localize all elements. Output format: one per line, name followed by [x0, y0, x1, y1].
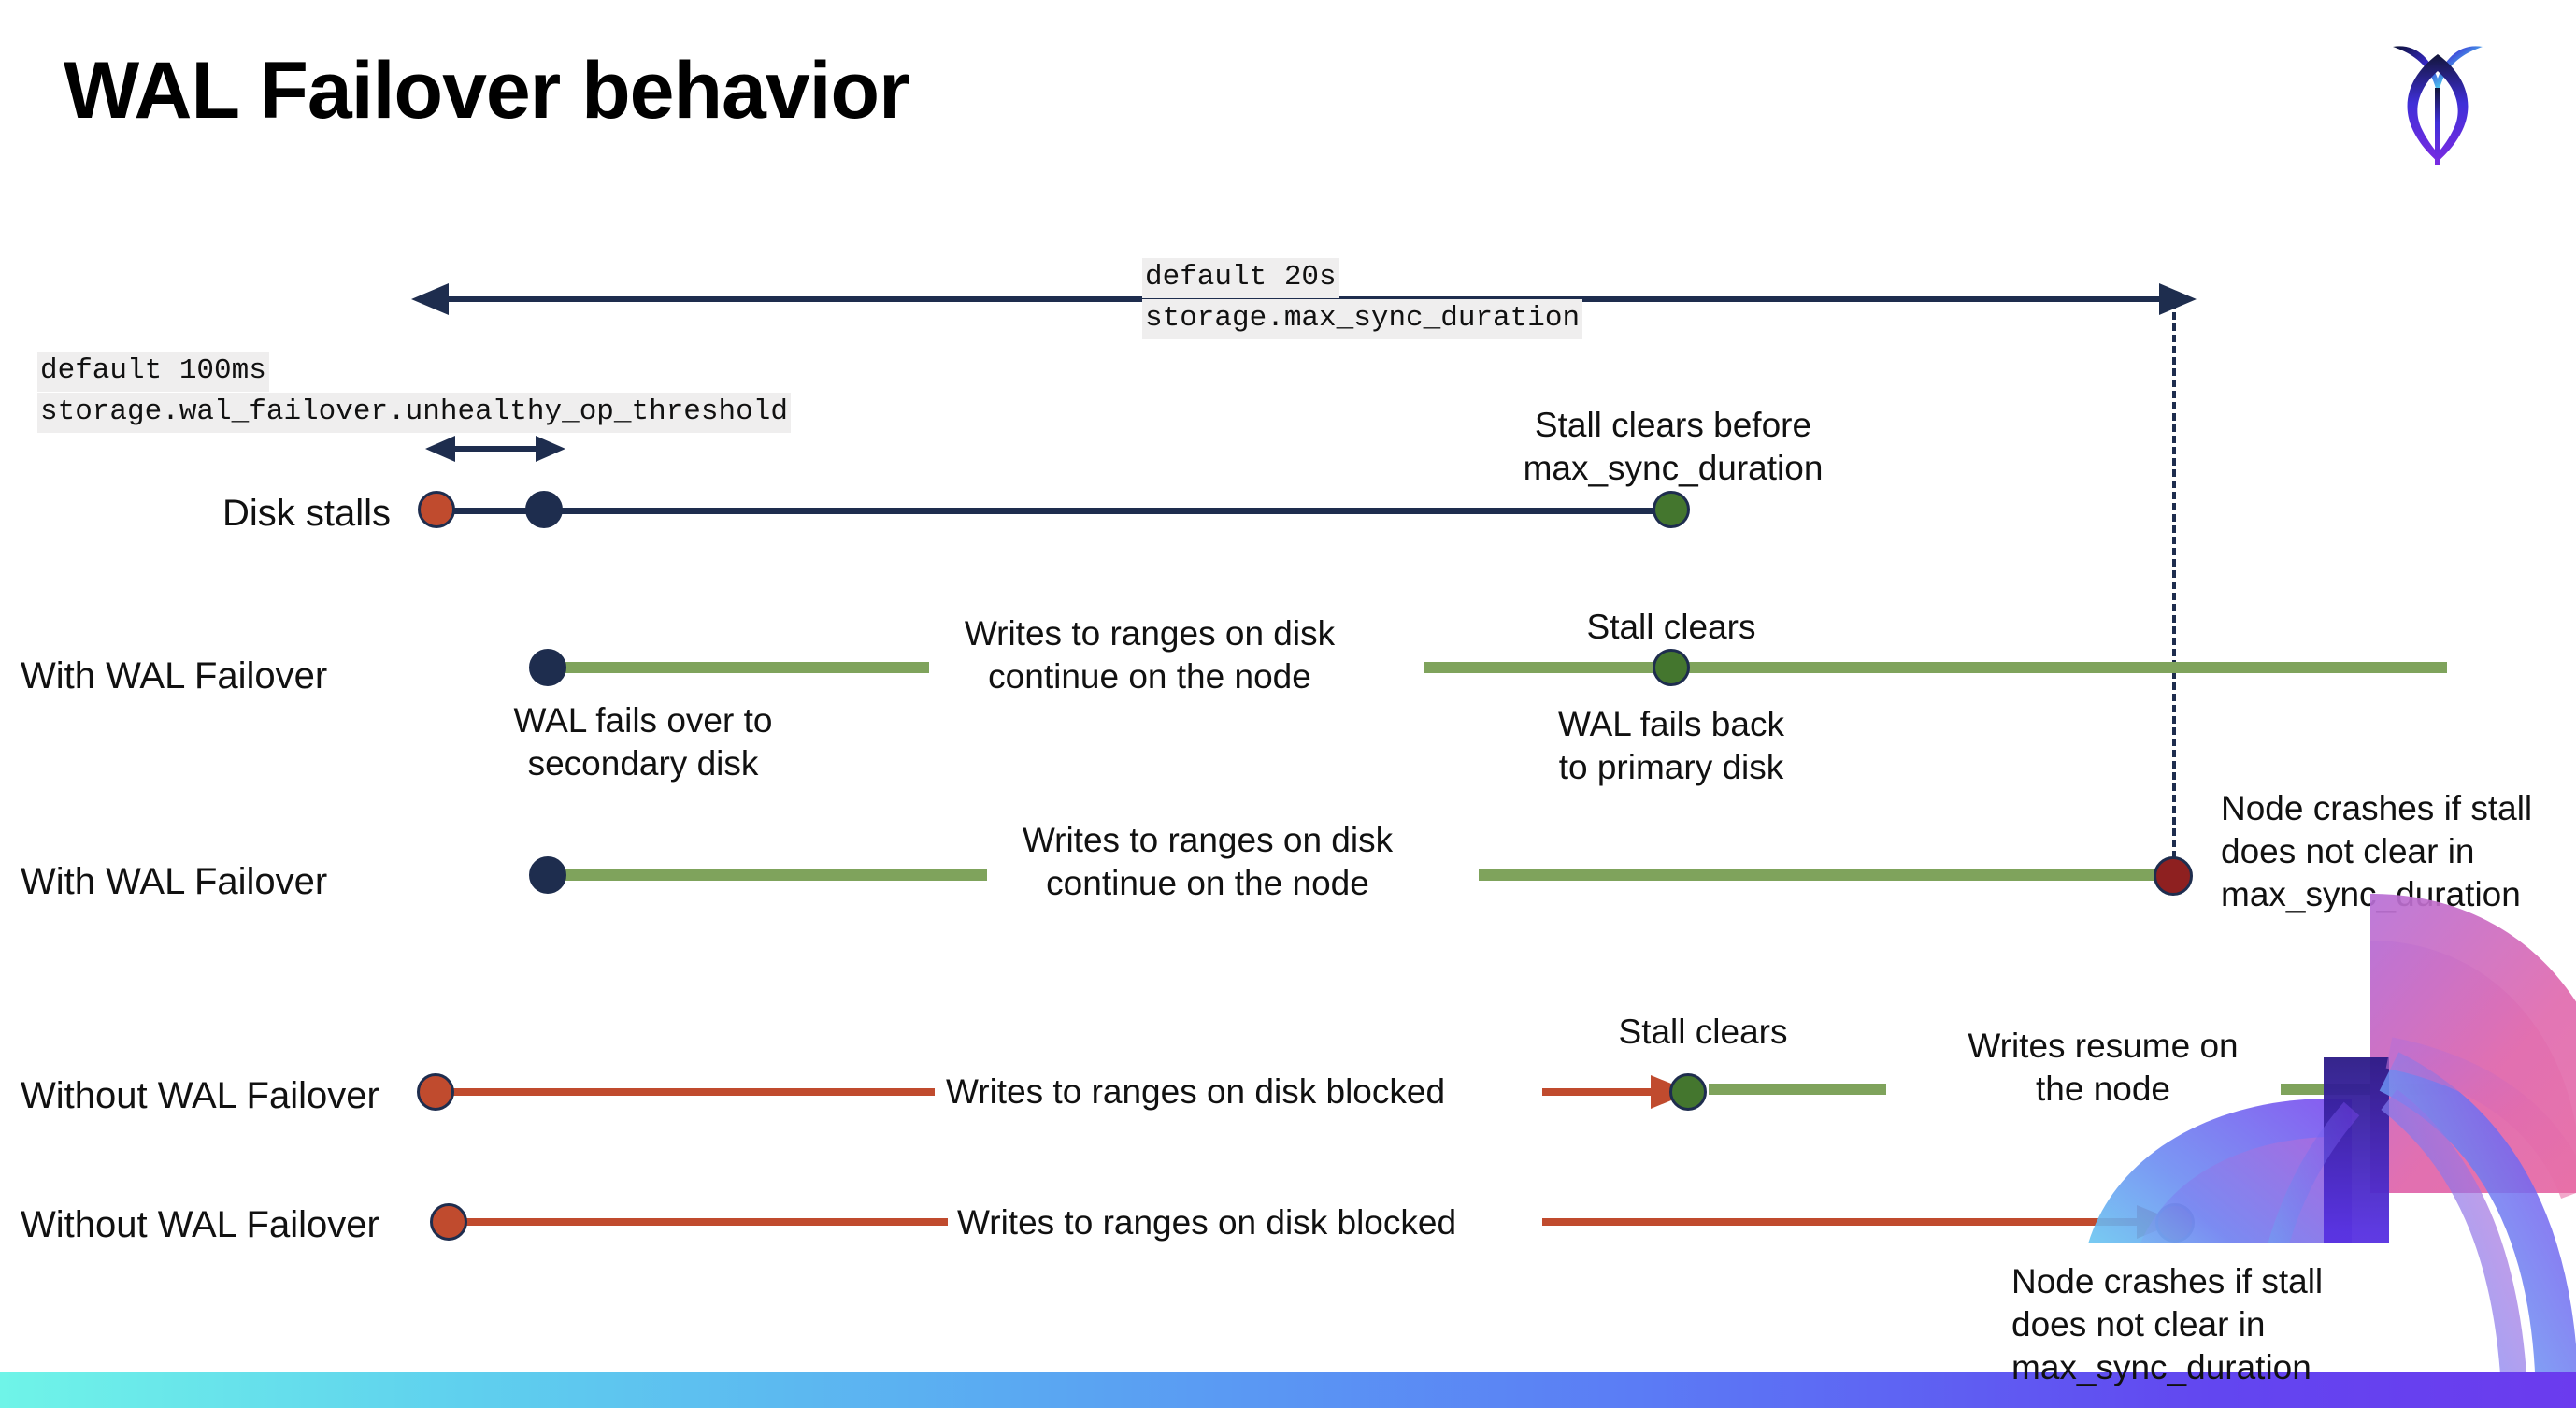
with-wal-failover-2-crash-dot	[2154, 856, 2193, 896]
with-wal-failover-2-crash-note: Node crashes if stall does not clear in …	[2221, 789, 2533, 913]
row-label-with-wal-failover-1: With WAL Failover	[21, 655, 328, 697]
without-wal-failover-2-mid-note: Writes to ranges on disk blocked	[957, 1203, 1457, 1242]
with-wal-failover-1-failover-dot	[529, 649, 566, 686]
without-wal-failover-1-blocked-segment-a	[449, 1088, 935, 1096]
row-label-with-wal-failover-2: With WAL Failover	[21, 861, 328, 902]
with-wal-failover-1-start-note: WAL fails over to secondary disk	[513, 701, 773, 783]
with-wal-failover-2-segment-a	[550, 869, 987, 881]
disk-stall-start-dot	[418, 491, 455, 528]
row-label-without-wal-failover-1: Without WAL Failover	[21, 1075, 379, 1116]
row-label-disk-stalls: Disk stalls	[222, 493, 392, 534]
with-wal-failover-1-segment-a	[550, 662, 929, 673]
max-sync-duration-dashed-line	[2172, 301, 2176, 881]
with-wal-failover-1-segment-b	[1424, 662, 2447, 673]
page-title: WAL Failover behavior	[64, 46, 910, 136]
with-wal-failover-1-end-note: WAL fails back to primary disk	[1558, 705, 1784, 786]
without-wal-failover-1-clear-note: Stall clears	[1618, 1013, 1788, 1051]
disk-stall-clear-note: Stall clears before max_sync_duration	[1523, 406, 1824, 487]
with-wal-failover-1-clear-note: Stall clears	[1586, 608, 1756, 646]
max-sync-setting-chip: storage.max_sync_duration	[1142, 299, 1583, 339]
without-wal-failover-2-crash-note: Node crashes if stall does not clear in …	[2011, 1262, 2324, 1386]
row-label-without-wal-failover-2: Without WAL Failover	[21, 1204, 379, 1245]
disk-stall-unhealthy-dot	[525, 491, 563, 528]
with-wal-failover-2-segment-b	[1479, 869, 2178, 881]
cockroachdb-logo-icon	[2382, 26, 2494, 176]
without-wal-failover-1-clear-dot	[1669, 1073, 1707, 1111]
with-wal-failover-1-clear-dot	[1653, 649, 1690, 686]
disk-stall-clear-dot	[1653, 491, 1690, 528]
max-sync-default-chip: default 20s	[1142, 258, 1339, 298]
without-wal-failover-2-start-dot	[430, 1203, 467, 1241]
unhealthy-threshold-default-chip: default 100ms	[37, 352, 269, 392]
footer-gradient-bar	[0, 1372, 2576, 1408]
unhealthy-threshold-range-arrow	[425, 436, 565, 462]
without-wal-failover-1-start-dot	[417, 1073, 454, 1111]
disk-stall-timeline	[439, 508, 1673, 514]
without-wal-failover-2-blocked-segment-a	[462, 1218, 948, 1226]
without-wal-failover-1-resume-segment-a	[1709, 1084, 1886, 1095]
with-wal-failover-2-mid-note: Writes to ranges on disk continue on the…	[1022, 821, 1394, 902]
with-wal-failover-2-failover-dot	[529, 856, 566, 894]
without-wal-failover-1-mid-note: Writes to ranges on disk blocked	[946, 1072, 1446, 1111]
with-wal-failover-1-mid-note: Writes to ranges on disk continue on the…	[964, 614, 1336, 696]
without-wal-failover-1-resume-note: Writes resume on the node	[1968, 1027, 2239, 1108]
unhealthy-threshold-setting-chip: storage.wal_failover.unhealthy_op_thresh…	[37, 393, 791, 433]
